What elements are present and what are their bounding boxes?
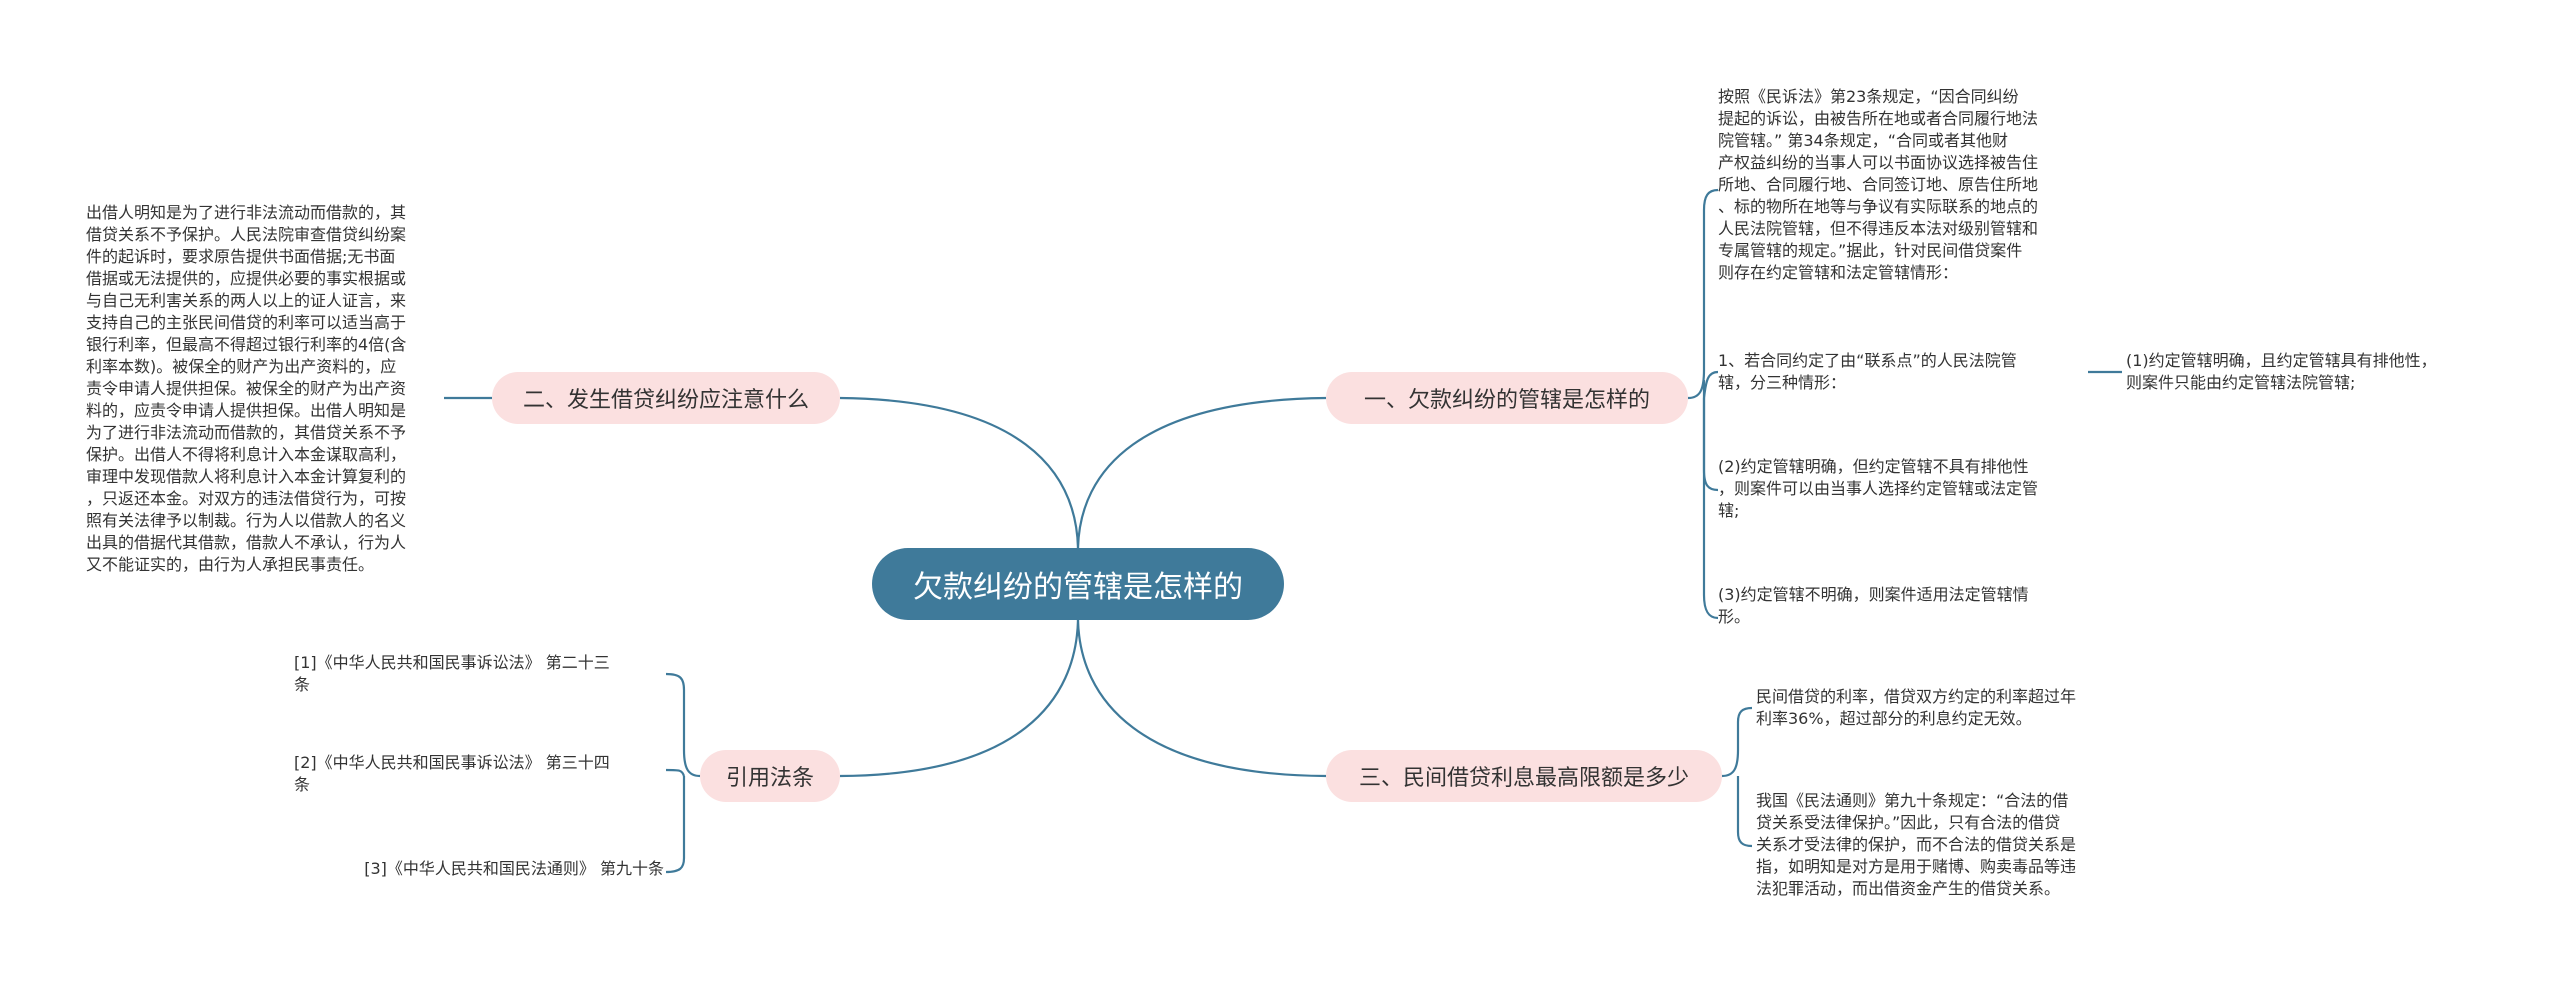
root-topic[interactable]: 欠款纠纷的管辖是怎样的 <box>872 548 1284 620</box>
branch-lending-notes[interactable]: 二、发生借贷纠纷应注意什么 <box>492 372 840 424</box>
leaf-civil-law-rule: 我国《民法通则》第九十条规定：“合法的借 贷关系受法律保护。”因此，只有合法的借… <box>1756 791 2077 898</box>
leaf-ref-1: [1]《中华人民共和国民事诉讼法》 第二十三 条 <box>294 653 610 694</box>
branch-jurisdiction[interactable]: 一、欠款纠纷的管辖是怎样的 <box>1326 372 1688 424</box>
link-b3-bracket <box>1721 706 1753 778</box>
leaf-exclusive-jurisdiction: (1)约定管辖明确，且约定管辖具有排他性， 则案件只能由约定管辖法院管辖; <box>2126 351 2437 392</box>
branch-cited-laws[interactable]: 引用法条 <box>700 750 840 802</box>
link-root-b3 <box>1076 619 1327 778</box>
link-root-b2 <box>839 396 1080 549</box>
link-root-b4 <box>839 619 1080 778</box>
leaf-ref-3: [3]《中华人民共和国民法通则》 第九十条 <box>364 859 664 878</box>
branch-interest-limit[interactable]: 三、民间借贷利息最高限额是多少 <box>1326 750 1722 802</box>
leaf-interest-rate: 民间借贷的利率，借贷双方约定的利率超过年 利率36%，超过部分的利息约定无效。 <box>1756 687 2077 728</box>
leaf-unclear-jurisdiction: (3)约定管辖不明确，则案件适用法定管辖情 形。 <box>1718 585 2029 626</box>
leaf-nonexclusive-jurisdiction: (2)约定管辖明确，但约定管辖不具有排他性 ，则案件可以由当事人选择约定管辖或法… <box>1718 457 2039 520</box>
leaf-ref-2: [2]《中华人民共和国民事诉讼法》 第三十四 条 <box>294 753 610 794</box>
link-b4-bracket <box>665 672 701 778</box>
leaf-lending-notes-text: 出借人明知是为了进行非法流动而借款的，其 借贷关系不予保护。人民法院审查借贷纠纷… <box>86 203 407 574</box>
link-b1-bracket <box>1687 188 1719 400</box>
leaf-agreed-jurisdiction: 1、若合同约定了由“联系点”的人民法院管 辖，分三种情形： <box>1718 351 2017 392</box>
leaf-jurisdiction-intro: 按照《民诉法》第23条规定，“因合同纠纷 提起的诉讼，由被告所在地或者合同履行地… <box>1718 87 2039 282</box>
link-root-b1 <box>1076 396 1327 549</box>
